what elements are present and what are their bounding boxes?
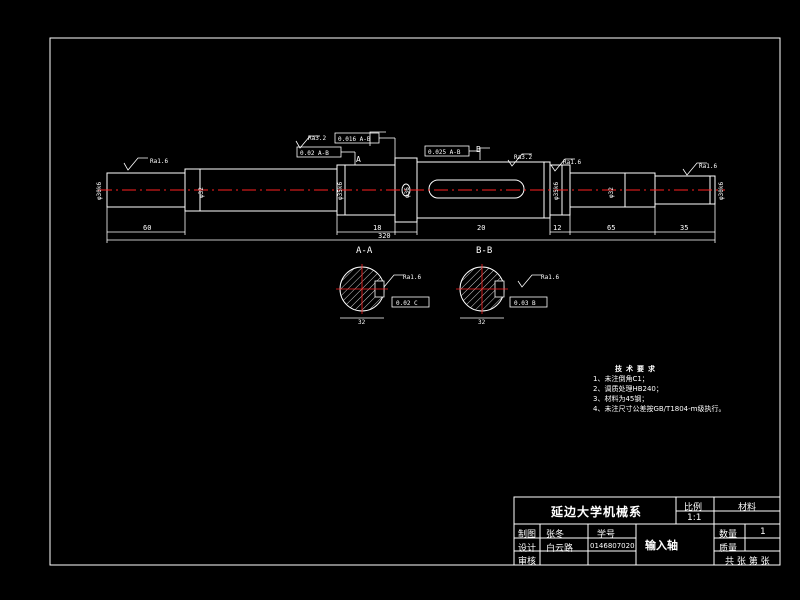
section-b-b: B-B 32 [456, 246, 508, 326]
length-labels: 60 18 320 20 12 65 35 [143, 224, 688, 240]
length-label: 12 [553, 224, 561, 232]
material-label: 材料 [738, 503, 757, 513]
student-no: 0146807020 [590, 542, 635, 550]
tolerance-frames [296, 132, 548, 308]
roughness-label: Ra1.6 [541, 274, 559, 281]
roughness-label: Ra3.2 [514, 154, 532, 161]
sheet-label: 共 张 第 张 [725, 557, 770, 567]
diameter-label: φ30k6 [96, 182, 103, 200]
title-block-grid [513, 496, 781, 566]
length-label: 320 [378, 232, 391, 240]
tolerance-value: 0.03 B [514, 300, 536, 307]
roughness-label: Ra3.2 [308, 135, 326, 142]
drawn-label: 制图 [518, 530, 537, 540]
roughness-label: Ra1.6 [699, 163, 717, 170]
cut-marker-a: A [356, 155, 361, 164]
cut-marker-b: B [476, 145, 481, 154]
length-label: 60 [143, 224, 151, 232]
length-label: 20 [477, 224, 485, 232]
length-dimensions [106, 204, 716, 243]
tolerance-value: 0.016 A-B [338, 136, 371, 143]
drawing-border [49, 37, 781, 566]
quantity-label: 数量 [719, 530, 738, 540]
section-a-label: A-A [356, 246, 373, 256]
section-b-width: 32 [478, 319, 486, 326]
institution-name: 延边大学机械系 [551, 505, 643, 519]
note-item: 1、未注倒角C1； [593, 375, 649, 383]
diameter-labels: φ30k6 φ32 φ35k6 φ36 φ35k6 φ32 φ30k6 [96, 182, 725, 200]
review-label: 审核 [518, 557, 537, 567]
length-label: 35 [680, 224, 688, 232]
diameter-label: φ35k6 [337, 182, 344, 200]
diameter-label: φ36 [404, 187, 411, 198]
cut-marker-lines [369, 131, 490, 160]
note-item: 2、调质处理HB240； [593, 385, 663, 393]
diameter-label: φ30k6 [718, 182, 725, 200]
scale-label: 比例 [684, 503, 703, 513]
diameter-label: φ32 [198, 187, 205, 198]
scale-value: 1:1 [687, 513, 702, 523]
section-a-width: 32 [358, 319, 366, 326]
tolerance-value: 0.025 A-B [428, 149, 461, 156]
quantity-value: 1 [760, 527, 766, 537]
roughness-label: Ra1.6 [150, 158, 168, 165]
roughness-label: Ra1.6 [403, 274, 421, 281]
notes-heading: 技术要求 [615, 365, 659, 373]
design-name: 白云路 [546, 544, 574, 554]
note-item: 4、未注尺寸公差按GB/T1804-m级执行。 [593, 405, 726, 413]
weight-label: 质量 [719, 544, 738, 554]
technical-notes: 技术要求 1、未注倒角C1； 2、调质处理HB240； 3、材料为45钢； 4、… [593, 364, 725, 414]
roughness-label: Ra1.6 [563, 159, 581, 166]
note-item: 3、材料为45钢； [593, 395, 649, 403]
tolerance-value: 0.02 C [396, 300, 418, 307]
section-b-label: B-B [476, 246, 492, 256]
student-no-label: 学号 [597, 530, 616, 540]
length-label: 18 [373, 224, 381, 232]
drawn-name: 张冬 [546, 530, 565, 540]
diameter-label: φ35k6 [553, 182, 560, 200]
section-a-a: A-A 32 [336, 246, 388, 326]
length-label: 65 [607, 224, 615, 232]
tolerance-value: 0.02 A-B [300, 150, 329, 157]
part-name: 输入轴 [645, 539, 678, 552]
design-label: 设计 [518, 544, 537, 554]
diameter-label: φ32 [608, 187, 615, 198]
